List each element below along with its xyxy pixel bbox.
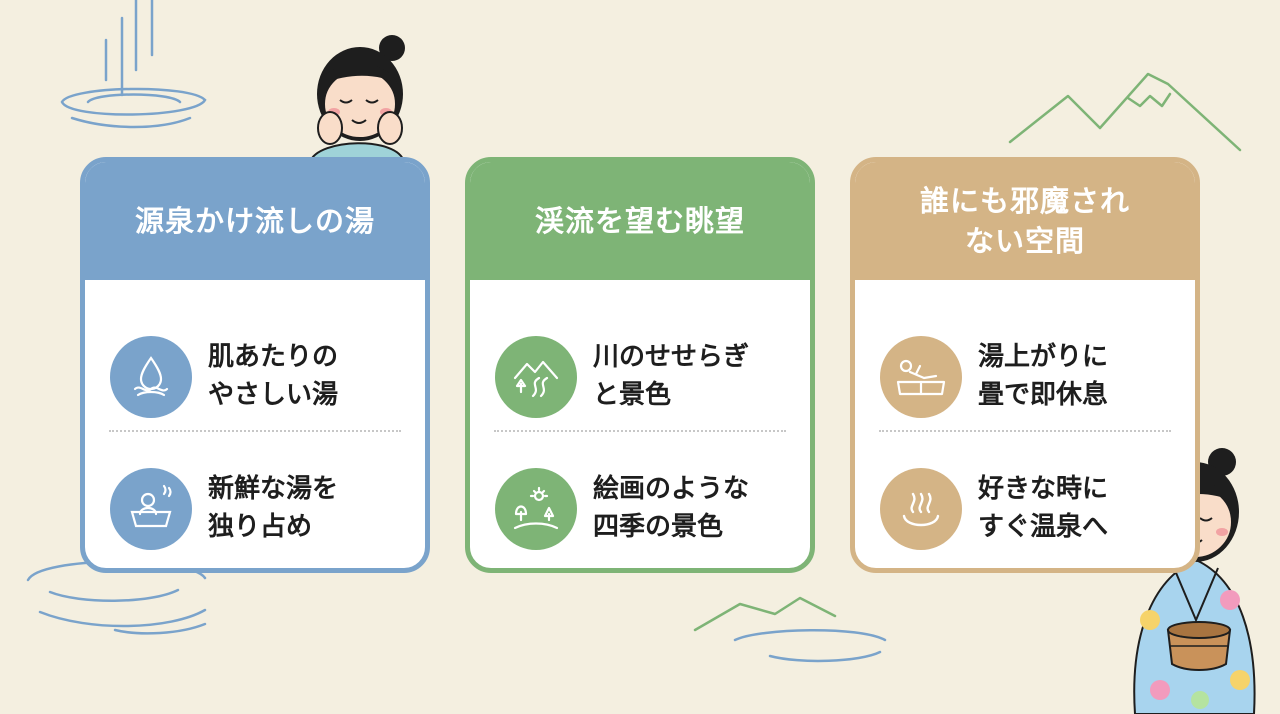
hot-spring-icon [880,468,962,550]
mountain-stream-icon [495,336,577,418]
feature-item: 肌あたりの やさしい湯 [85,312,425,442]
feature-item: 絵画のような 四季の景色 [470,444,810,568]
person-resting-tatami-icon [880,336,962,418]
card-title: 渓流を望む眺望 [470,162,810,280]
feature-card-hot-spring: 源泉かけ流しの湯 肌あたりの やさしい湯 新鮮な湯を 独り占 [80,157,430,573]
feature-item: 川のせせらぎ と景色 [470,312,810,442]
item-divider [109,430,401,432]
card-title: 源泉かけ流しの湯 [85,162,425,280]
water-drop-icon [110,336,192,418]
falling-water-decoration [104,0,154,97]
feature-item-text: 新鮮な湯を [208,474,339,505]
feature-item-text: 好きな時に [978,474,1109,505]
item-divider [879,430,1171,432]
feature-item-text: 畳で即休息 [978,380,1109,410]
feature-item-text: 川のせせらぎ [593,342,750,373]
card-title-line: ない空間 [964,224,1085,258]
feature-item: 湯上がりに 畳で即休息 [855,312,1195,442]
card-title-line: 渓流を望む眺望 [534,203,745,238]
feature-item-text: 絵画のような [593,474,750,505]
feature-item-text: 四季の景色 [593,512,724,542]
person-in-bath-icon [110,468,192,550]
item-divider [494,430,786,432]
water-ripple-bottom-center [733,629,887,663]
water-ripple-top-left [60,87,207,129]
feature-item-text: やさしい湯 [208,380,339,410]
feature-item-text: すぐ温泉へ [978,512,1109,542]
feature-item: 好きな時に すぐ温泉へ [855,444,1195,568]
feature-item-text: と景色 [593,380,672,410]
feature-card-private-space: 誰にも邪魔され ない空間 湯上がりに 畳で即休息 [850,157,1200,573]
card-title: 誰にも邪魔され ない空間 [855,162,1195,280]
woman-character-top [308,35,406,163]
mountain-decoration-bottom [693,596,837,632]
mountain-decoration-top-right [1008,72,1242,152]
card-title-line: 誰にも邪魔され [919,183,1130,218]
feature-item: 新鮮な湯を 独り占め [85,444,425,568]
feature-item-text: 独り占め [208,512,313,542]
seasonal-landscape-icon [495,468,577,550]
feature-item-text: 肌あたりの [208,342,339,373]
feature-card-stream-view: 渓流を望む眺望 川のせせらぎ と景色 [465,157,815,573]
card-title-line: 源泉かけ流しの湯 [134,203,375,238]
feature-item-text: 湯上がりに [978,342,1109,373]
